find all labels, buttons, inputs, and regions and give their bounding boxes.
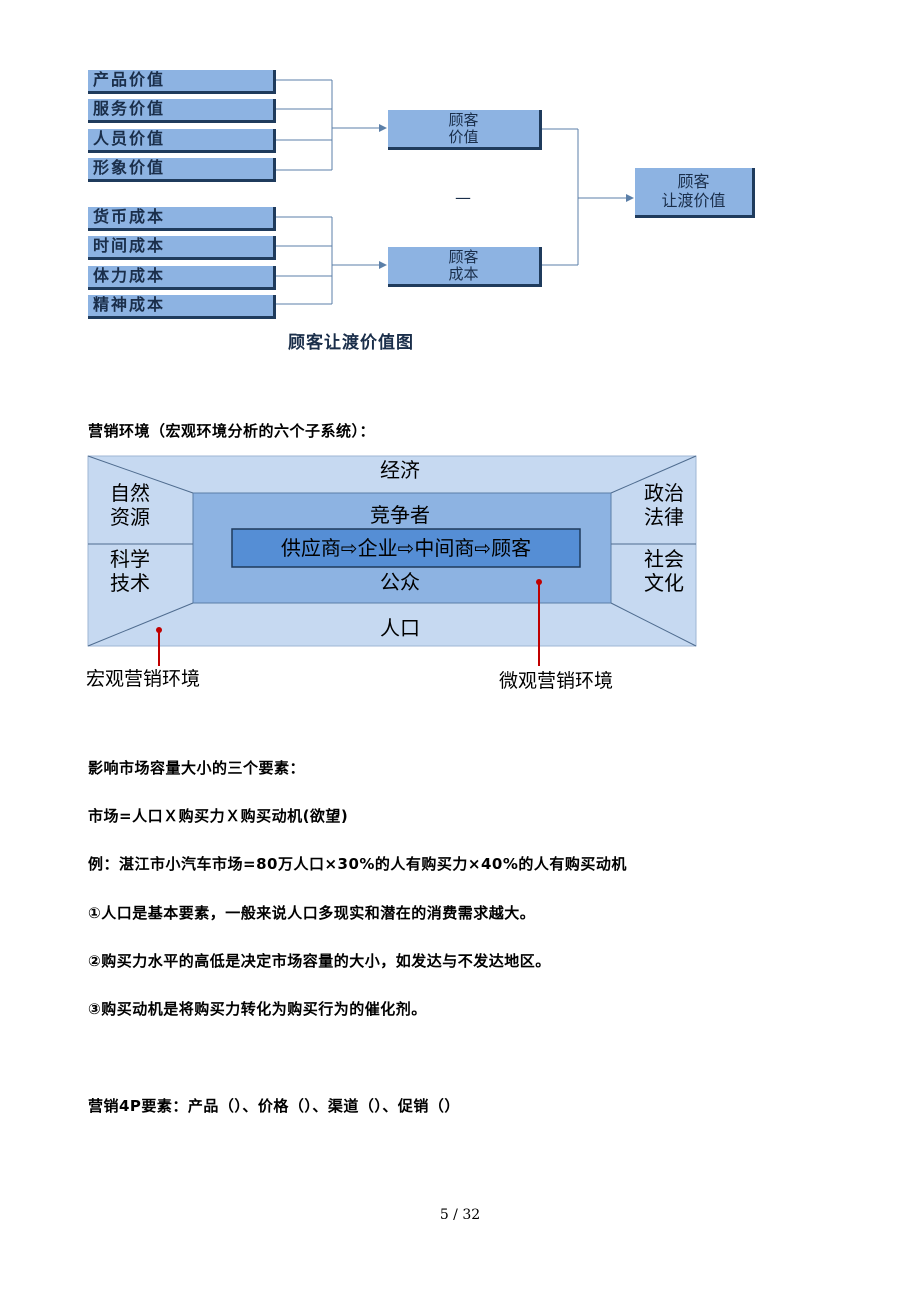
customer-value-box: 顾客 价值	[388, 110, 542, 150]
diagram2-frame	[87, 455, 697, 647]
page-number: 5 / 32	[439, 1207, 481, 1223]
customer-value-line1: 顾客	[448, 111, 479, 129]
macro-arrow-line	[158, 630, 160, 666]
paragraph-market-factors-heading: 影响市场容量大小的三个要素：	[88, 759, 306, 777]
env-competitor: 竞争者	[370, 503, 430, 527]
paragraph-point-1: ①人口是基本要素，一般来说人口多现实和潜在的消费需求越大。	[88, 904, 536, 922]
env-population: 人口	[380, 616, 420, 640]
delivered-value-line2: 让渡价值	[661, 191, 726, 210]
cost-item-time: 时间成本	[88, 236, 276, 260]
paragraph-example: 例：湛江市小汽车市场=80万人口×30%的人有购买力×40%的人有购买动机	[88, 855, 627, 873]
env-social-line2: 文化	[644, 571, 684, 595]
micro-environment-label: 微观营销环境	[499, 670, 614, 692]
marketing-environment-heading: 营销环境（宏观环境分析的六个子系统）：	[88, 422, 376, 440]
customer-cost-line1: 顾客	[448, 248, 479, 266]
env-supply-chain: 供应商⇨企业⇨中间商⇨顾客	[280, 536, 532, 560]
value-item-service: 服务价值	[88, 99, 276, 123]
micro-arrow-line	[538, 582, 540, 666]
macro-environment-label: 宏观营销环境	[86, 668, 201, 690]
env-natural-line2: 资源	[110, 505, 150, 529]
env-science-technology: 科学 技术	[90, 547, 170, 595]
env-public: 公众	[380, 570, 420, 594]
env-political-line1: 政治	[644, 481, 684, 505]
env-economy: 经济	[380, 458, 420, 482]
customer-cost-box: 顾客 成本	[388, 247, 542, 287]
paragraph-4p: 营销4P要素：产品（）、价格（）、渠道（）、促销（）	[88, 1097, 460, 1115]
env-political-line2: 法律	[644, 505, 684, 529]
value-item-personnel: 人员价值	[88, 129, 276, 153]
diagram1-title: 顾客让渡价值图	[288, 333, 414, 353]
env-social-cultural: 社会 文化	[624, 547, 704, 595]
env-science-line1: 科学	[110, 547, 150, 571]
paragraph-point-3: ③购买动机是将购买力转化为购买行为的催化剂。	[88, 1000, 427, 1018]
cost-item-mental: 精神成本	[88, 295, 276, 319]
env-natural-line1: 自然	[110, 481, 150, 505]
env-social-line1: 社会	[644, 547, 684, 571]
env-natural-resources: 自然 资源	[90, 481, 170, 529]
value-item-image: 形象价值	[88, 158, 276, 182]
paragraph-market-formula: 市场=人口Ｘ购买力Ｘ购买动机(欲望)	[88, 807, 349, 825]
delivered-value-box: 顾客 让渡价值	[635, 168, 755, 218]
value-item-product: 产品价值	[88, 70, 276, 94]
paragraph-point-2: ②购买力水平的高低是决定市场容量的大小，如发达与不发达地区。	[88, 952, 551, 970]
customer-value-line2: 价值	[448, 128, 479, 146]
customer-cost-line2: 成本	[448, 265, 479, 283]
env-political-legal: 政治 法律	[624, 481, 704, 529]
diagram1-connectors	[276, 79, 634, 305]
minus-sign: —	[455, 188, 471, 207]
delivered-value-line1: 顾客	[677, 172, 710, 191]
env-science-line2: 技术	[110, 571, 150, 595]
cost-item-money: 货币成本	[88, 207, 276, 231]
cost-item-energy: 体力成本	[88, 266, 276, 290]
